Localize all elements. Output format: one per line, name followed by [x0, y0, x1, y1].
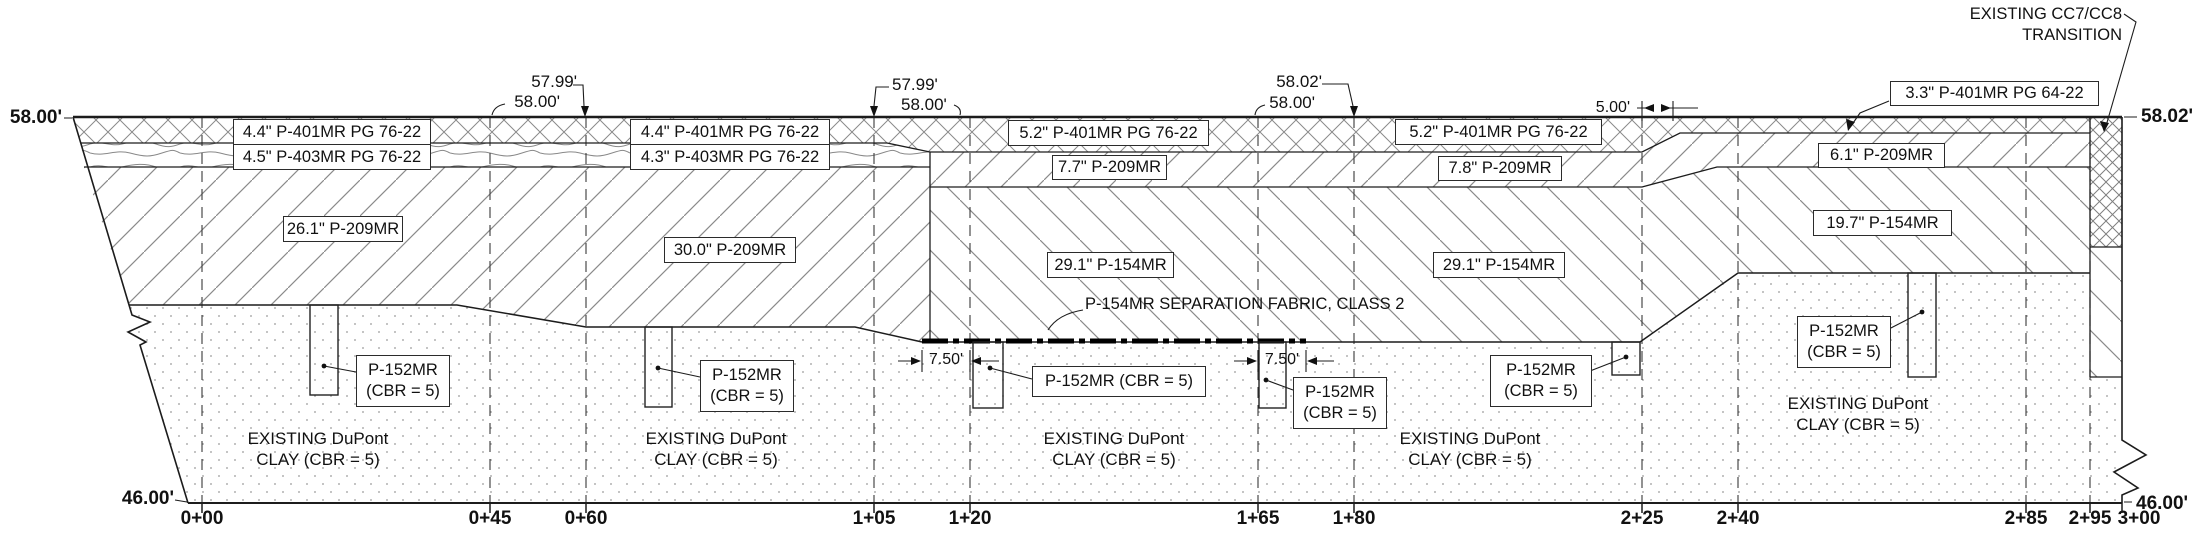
dimension-arrowheads	[911, 104, 1671, 365]
hatch-fills	[73, 117, 2122, 503]
leader-dots-and-arrowheads	[321, 106, 2109, 383]
layer-label-sec2-p209: 30.0" P-209MR	[664, 237, 796, 263]
core-callout-3: P-152MR (CBR = 5)	[1032, 366, 1206, 397]
cc7-note-line2: TRANSITION	[2022, 25, 2122, 44]
station-label-2-85: 2+85	[2004, 508, 2048, 529]
layer-label-sec4-p209: 7.8" P-209MR	[1438, 156, 1562, 181]
spot-elev-5799-b: 57.99'	[892, 75, 938, 94]
station-label-3-00: 3+00	[2117, 508, 2161, 529]
layer-label-sec2-p401: 4.4" P-401MR PG 76-22	[630, 119, 830, 145]
core-callout-6-line2: (CBR = 5)	[1807, 343, 1881, 361]
station-label-1-80: 1+80	[1332, 508, 1376, 529]
station-label-1-65: 1+65	[1236, 508, 1280, 529]
layer-label-sec3-p154: 29.1" P-154MR	[1047, 252, 1174, 278]
core-callout-5-line2: (CBR = 5)	[1504, 382, 1578, 400]
core-callout-6: P-152MR (CBR = 5)	[1797, 316, 1891, 368]
core-callout-5: P-152MR (CBR = 5)	[1490, 355, 1592, 407]
cc7-cc8-transition-note: EXISTING CC7/CC8 TRANSITION	[1930, 4, 2122, 45]
layer-label-sec1-p403: 4.5" P-403MR PG 76-22	[233, 144, 431, 170]
clay-label-2-line1: EXISTING DuPont	[645, 429, 787, 448]
station-label-1-05: 1+05	[852, 508, 896, 529]
station-label-2-40: 2+40	[1716, 508, 1760, 529]
core-callout-6-line1: P-152MR	[1809, 321, 1879, 340]
core-callout-2-line2: (CBR = 5)	[710, 387, 784, 405]
spot-elev-5802: 58.02'	[1276, 72, 1322, 91]
spot-elev-5800-b: 58.00'	[901, 95, 947, 114]
core-callout-4-line1: P-152MR	[1305, 382, 1375, 401]
dim-5-00: 5.00'	[1595, 99, 1630, 116]
layer-label-sec5-p154: 19.7" P-154MR	[1813, 210, 1952, 236]
p152-core-rects	[309, 272, 1937, 409]
layer-label-sec3-p401: 5.2" P-401MR PG 76-22	[1008, 120, 1209, 146]
layer-label-sec2-p403: 4.3" P-403MR PG 76-22	[630, 144, 830, 170]
spot-elev-5800-c: 58.00'	[1269, 93, 1315, 112]
layer-label-sec5-p209: 6.1" P-209MR	[1818, 143, 1945, 168]
layer-label-sec4-p154: 29.1" P-154MR	[1433, 252, 1565, 278]
clay-label-5-line1: EXISTING DuPont	[1787, 394, 1929, 413]
layer-label-sec4-p401: 5.2" P-401MR PG 76-22	[1395, 119, 1602, 145]
core-callout-5-line1: P-152MR	[1506, 360, 1576, 379]
clay-label-5-line2: CLAY (CBR = 5)	[1796, 415, 1920, 435]
layer-label-sec5-p401: 3.3" P-401MR PG 64-22	[1890, 81, 2099, 106]
elevation-top-left: 58.00'	[9, 107, 62, 128]
core-callout-3-line1: P-152MR (CBR = 5)	[1044, 371, 1194, 390]
clay-label-2: EXISTING DuPont CLAY (CBR = 5)	[596, 428, 836, 471]
dim-7-50-left: 7.50'	[928, 351, 964, 368]
existing-cc7-cc8-block	[2090, 117, 2122, 247]
station-label-2-95: 2+95	[2068, 508, 2112, 529]
core-callout-1-line1: P-152MR	[368, 360, 438, 379]
clay-label-3-line1: EXISTING DuPont	[1043, 429, 1185, 448]
clay-label-4-line1: EXISTING DuPont	[1399, 429, 1541, 448]
p209-left-base-layer	[84, 167, 930, 342]
core-callout-1-line2: (CBR = 5)	[366, 382, 440, 400]
clay-label-2-line2: CLAY (CBR = 5)	[654, 450, 778, 470]
dimension-lines	[898, 101, 1698, 372]
existing-base-block	[2090, 247, 2122, 377]
core-callout-2: P-152MR (CBR = 5)	[700, 360, 794, 412]
core-callout-2-line1: P-152MR	[712, 365, 782, 384]
right-breakline	[2112, 117, 2148, 503]
core-callout-4-line2: (CBR = 5)	[1303, 404, 1377, 422]
spot-elev-5799-a: 57.99'	[531, 72, 577, 91]
station-label-2-25: 2+25	[1620, 508, 1664, 529]
core-callout-4: P-152MR (CBR = 5)	[1293, 377, 1387, 429]
layer-label-sec1-p209: 26.1" P-209MR	[283, 216, 403, 242]
clay-label-4: EXISTING DuPont CLAY (CBR = 5)	[1350, 428, 1590, 471]
station-label-0-45: 0+45	[468, 508, 512, 529]
clay-label-3-line2: CLAY (CBR = 5)	[1052, 450, 1176, 470]
clay-label-1: EXISTING DuPont CLAY (CBR = 5)	[198, 428, 438, 471]
clay-label-1-line2: CLAY (CBR = 5)	[256, 450, 380, 470]
clay-label-3: EXISTING DuPont CLAY (CBR = 5)	[994, 428, 1234, 471]
elevation-bottom-left: 46.00'	[121, 488, 174, 509]
clay-label-4-line2: CLAY (CBR = 5)	[1408, 450, 1532, 470]
station-label-0-60: 0+60	[564, 508, 608, 529]
layer-label-sec1-p401: 4.4" P-401MR PG 76-22	[233, 119, 431, 145]
clay-label-5: EXISTING DuPont CLAY (CBR = 5)	[1738, 393, 1978, 436]
elevation-top-right: 58.02'	[2141, 106, 2194, 127]
station-label-1-20: 1+20	[948, 508, 992, 529]
dim-7-50-right: 7.50'	[1264, 351, 1300, 368]
cc7-note-line1: EXISTING CC7/CC8	[1969, 5, 2122, 23]
leader-lines	[64, 13, 2137, 503]
station-label-0-00: 0+00	[180, 508, 224, 529]
spot-elev-5800-a: 58.00'	[514, 92, 560, 111]
separation-fabric-note: P-154MR SEPARATION FABRIC, CLASS 2	[1085, 295, 1405, 313]
clay-label-1-line1: EXISTING DuPont	[247, 429, 389, 448]
core-callout-1: P-152MR (CBR = 5)	[356, 355, 450, 407]
elevation-bottom-right: 46.00'	[2136, 493, 2189, 514]
layer-label-sec3-p209: 7.7" P-209MR	[1052, 155, 1167, 180]
left-breakline	[72, 116, 189, 504]
